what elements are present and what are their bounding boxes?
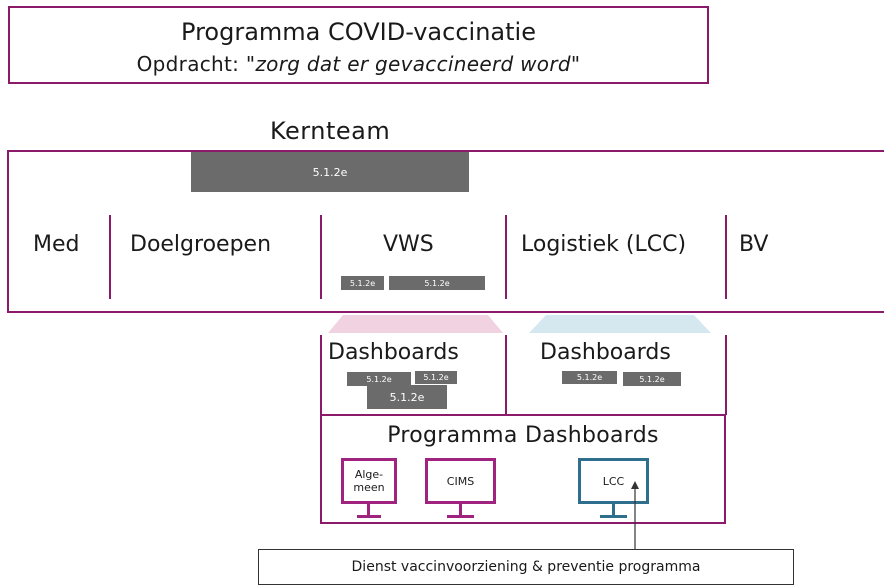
subtitle-prefix: Opdracht:: [136, 52, 246, 76]
divider-1: [109, 215, 111, 299]
kernteam-box: [7, 150, 884, 313]
monitor-lcc-stand: [612, 504, 615, 515]
column-doelgroepen: Doelgroepen: [130, 232, 272, 257]
column-logistiek: Logistiek (LCC): [521, 232, 687, 257]
redaction-dash-right-2: 5.1.2e: [623, 372, 681, 386]
programma-dashboards-title: Programma Dashboards: [387, 423, 659, 448]
redaction-dash-left-1: 5.1.2e: [347, 372, 411, 386]
monitor-cims-label: CIMS: [446, 474, 475, 488]
monitor-algemeen-label-1: Alge-: [354, 468, 384, 481]
redaction-dash-left-2: 5.1.2e: [415, 371, 457, 384]
kernteam-title: Kernteam: [270, 117, 391, 145]
monitor-cims-screen: CIMS: [425, 458, 496, 504]
column-med: Med: [33, 232, 80, 257]
program-subtitle: Opdracht: "zorg dat er gevaccineerd word…: [10, 52, 707, 76]
dashboards-left-label: Dashboards: [328, 340, 459, 365]
dash-right-divider: [725, 335, 727, 415]
monitor-lcc-screen: LCC: [578, 458, 649, 504]
program-box: Programma COVID-vaccinatie Opdracht: "zo…: [8, 6, 709, 84]
monitor-cims-base: [447, 515, 474, 518]
dienst-box: Dienst vaccinvoorziening & preventie pro…: [258, 549, 794, 585]
column-vws: VWS: [383, 232, 434, 257]
dash-left-divider-r: [505, 335, 507, 415]
divider-2: [320, 215, 322, 299]
monitor-algemeen-label-2: meen: [353, 481, 385, 494]
redaction-kernteam-top: 5.1.2e: [191, 152, 469, 192]
redaction-dash-left-3: 5.1.2e: [367, 385, 447, 409]
divider-3: [505, 215, 507, 299]
monitor-algemeen: Alge- meen: [341, 458, 397, 522]
divider-4: [725, 215, 727, 299]
blue-trapezoid: [529, 315, 711, 333]
monitor-cims-stand: [459, 504, 462, 515]
program-title: Programma COVID-vaccinatie: [181, 18, 536, 46]
dash-left-divider-l: [320, 335, 322, 415]
monitor-cims: CIMS: [425, 458, 496, 522]
dashboards-right-label: Dashboards: [540, 340, 671, 365]
column-bv: BV: [739, 232, 769, 257]
monitor-algemeen-screen: Alge- meen: [341, 458, 397, 504]
redaction-dash-right-1: 5.1.2e: [562, 371, 617, 384]
redaction-vws-1: 5.1.2e: [341, 276, 384, 290]
monitor-lcc-label: LCC: [602, 474, 625, 488]
redaction-vws-2: 5.1.2e: [389, 276, 485, 290]
monitor-algemeen-base: [357, 515, 381, 518]
pink-trapezoid: [328, 315, 503, 333]
monitor-lcc: LCC: [578, 458, 649, 522]
monitor-lcc-base: [600, 515, 627, 518]
monitor-algemeen-stand: [367, 504, 370, 515]
programma-dashboards-box: [320, 414, 726, 524]
subtitle-quote: "zorg dat er gevaccineerd word": [245, 52, 581, 76]
